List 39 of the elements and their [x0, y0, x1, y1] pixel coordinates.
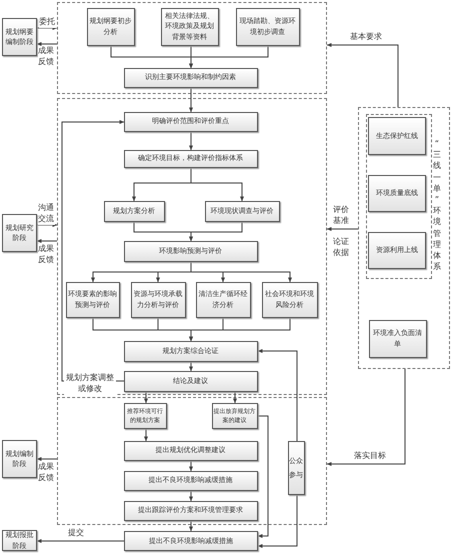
edge-label: 成果反馈	[38, 244, 55, 266]
arrow	[326, 368, 406, 466]
edge-label: 成果反馈	[38, 46, 55, 68]
edge-label: 沟通交流	[38, 203, 55, 225]
edge-label: 委托	[39, 17, 57, 28]
dashed-group-frame	[57, 397, 327, 525]
arrow	[233, 392, 237, 404]
arrow	[258, 494, 298, 548]
arrow	[189, 132, 193, 150]
arrow	[36, 539, 124, 543]
dashed-group-frame	[57, 2, 327, 94]
dashed-group-frame	[366, 114, 432, 278]
edge-label: 成果反馈	[38, 462, 55, 484]
arrow	[189, 222, 242, 242]
note-label: 论证依据	[333, 237, 350, 259]
arrow	[189, 318, 290, 342]
arrow	[36, 26, 58, 30]
edge-label: 评价基准	[333, 205, 350, 227]
arrow	[326, 227, 358, 231]
arrow	[36, 457, 58, 461]
arrow	[189, 520, 193, 532]
arrow	[189, 490, 193, 502]
edge-label: 规划方案调整或修改	[64, 373, 116, 395]
arrow	[258, 349, 298, 442]
arrow	[36, 239, 58, 243]
arrow	[190, 168, 244, 202]
arrow	[189, 362, 193, 372]
arrow	[189, 460, 193, 472]
arrow	[36, 223, 58, 227]
arrow	[36, 42, 58, 46]
arrow	[144, 428, 148, 442]
arrow	[326, 43, 398, 108]
dashed-group-frame	[57, 98, 327, 395]
arrow	[189, 46, 268, 68]
arrow	[258, 416, 268, 538]
dashed-group-frame	[358, 107, 450, 369]
arrow	[189, 88, 193, 112]
vertical-heading: “三线一单”环境管理体系	[433, 138, 441, 272]
arrow	[144, 392, 148, 404]
